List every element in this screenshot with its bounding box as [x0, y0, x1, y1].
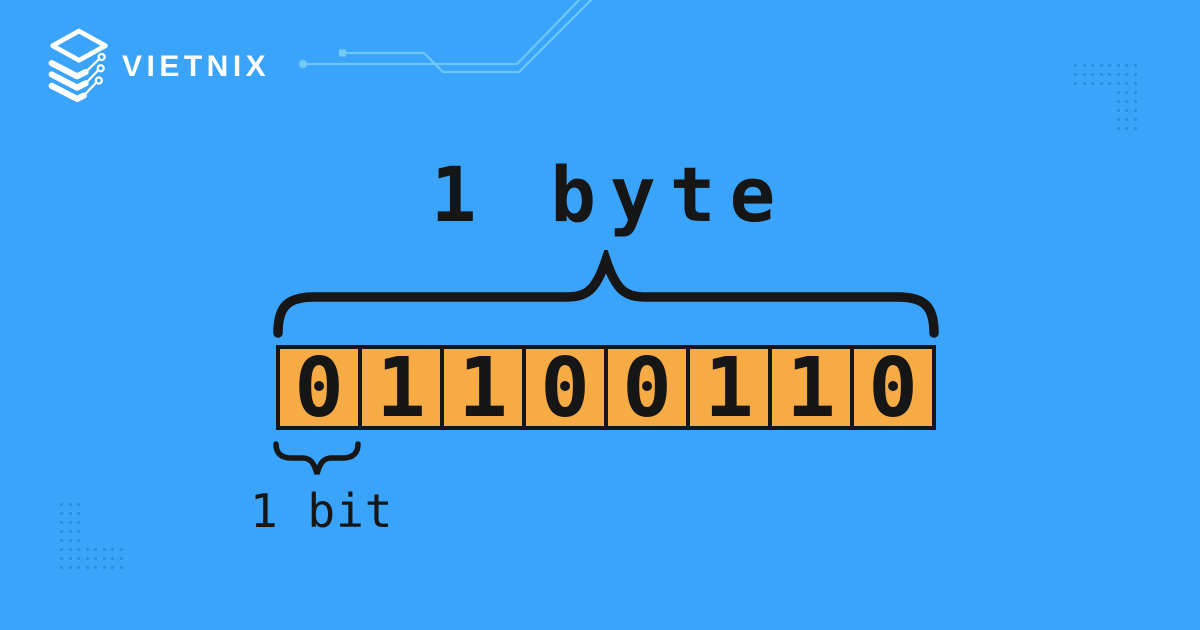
circuit-line [346, 0, 593, 74]
bit-cell: 0 [526, 347, 608, 429]
bit-brace [273, 441, 361, 475]
bit-label: 1 bit [250, 484, 394, 538]
bit-cell: 0 [608, 347, 690, 429]
brand-name: VIETNIX [122, 50, 271, 83]
dot-grid-decoration [60, 503, 128, 575]
byte-brace [273, 250, 939, 338]
bit-cell: 0 [854, 347, 932, 429]
circuit-line [307, 0, 581, 66]
bit-cell: 1 [444, 347, 526, 429]
circuit-node-dot [299, 60, 307, 68]
dot-grid-decoration [1074, 64, 1142, 136]
byte-label: 1 byte [430, 150, 790, 239]
stacked-layers-icon [48, 28, 108, 102]
bit-cell: 0 [280, 347, 362, 429]
circuit-node-square [339, 49, 346, 57]
vietnix-logo: VIETNIX [46, 28, 270, 102]
bit-cell: 1 [362, 347, 444, 429]
bit-cell: 1 [772, 347, 854, 429]
bit-cell: 1 [690, 347, 772, 429]
